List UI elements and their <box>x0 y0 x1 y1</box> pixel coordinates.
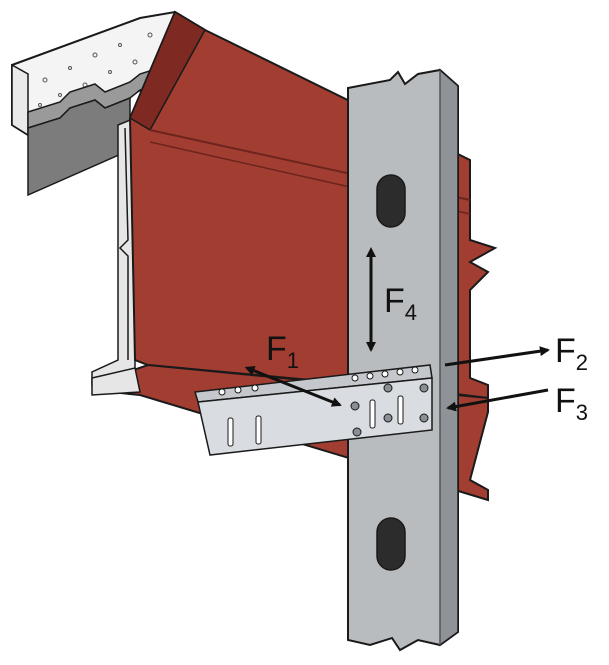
force-label-f2: F2 <box>555 332 588 375</box>
force-label-f3: F3 <box>555 382 588 425</box>
force-arrow-f2 <box>444 346 550 367</box>
stud-punchout-lower <box>376 517 406 571</box>
steel-stud <box>347 68 459 652</box>
stud-punchout-upper <box>376 174 406 228</box>
force-label-f1: F1 <box>266 330 299 373</box>
force-arrow-f1 <box>244 366 342 407</box>
force-arrow-f3 <box>446 388 549 412</box>
force-label-f4: F4 <box>384 282 417 325</box>
